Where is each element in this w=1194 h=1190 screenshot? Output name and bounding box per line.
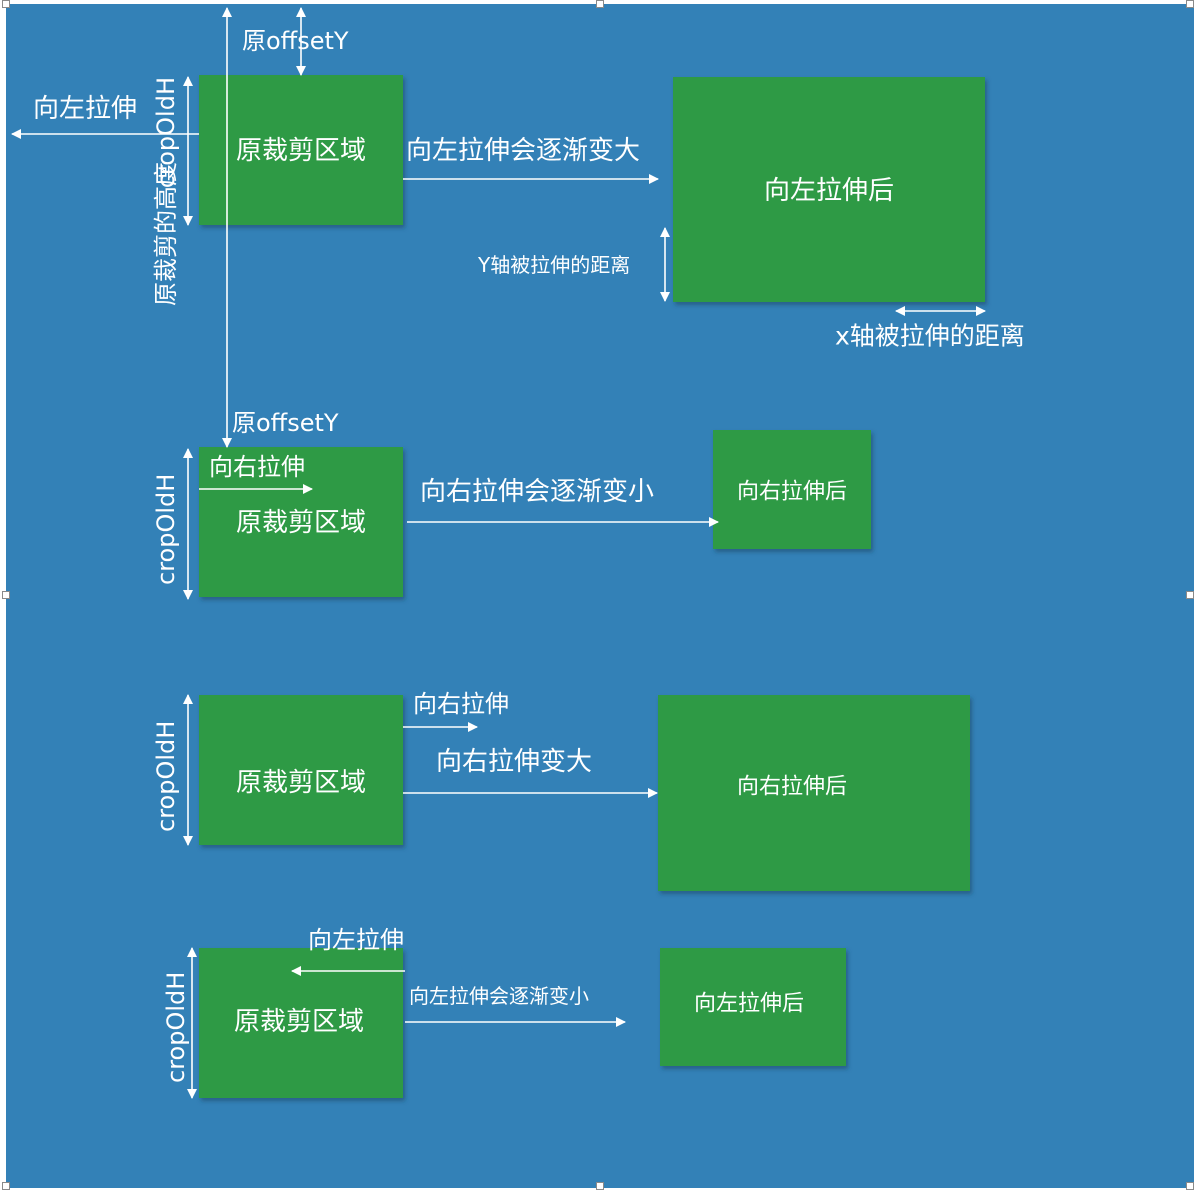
box-after-4[interactable]: 向左拉伸后: [660, 948, 846, 1066]
box-after-2-label: 向右拉伸后: [737, 480, 847, 505]
shrink-left-label-4: 向左拉伸会逐渐变小: [409, 984, 589, 1008]
box-orig-4[interactable]: 原裁剪区域: [199, 948, 403, 1098]
box-orig-2-label: 原裁剪区域: [236, 508, 366, 538]
stretch-right-label-2: 向右拉伸: [209, 453, 305, 481]
box-after-1[interactable]: 向左拉伸后: [673, 77, 985, 302]
crop-old-h-label-3: cropOldH: [152, 721, 180, 832]
box-orig-1-label: 原裁剪区域: [236, 136, 366, 166]
crop-old-h-label-4: cropOldH: [162, 972, 190, 1083]
resize-handle-top-middle[interactable]: [596, 0, 604, 8]
box-after-3[interactable]: 向右拉伸后: [658, 695, 970, 891]
orig-crop-height-label: 原裁剪的高度: [152, 162, 180, 306]
x-distance-label: x轴被拉伸的距离: [835, 322, 1025, 351]
grow-right-label-3: 向右拉伸变大: [436, 747, 592, 777]
resize-handle-top-left[interactable]: [2, 0, 10, 8]
box-orig-4-label: 原裁剪区域: [234, 1007, 364, 1037]
box-after-4-label: 向左拉伸后: [694, 992, 804, 1017]
box-after-3-label: 向右拉伸后: [737, 775, 847, 800]
y-distance-label: Y轴被拉伸的距离: [477, 253, 630, 277]
stretch-left-label-4: 向左拉伸: [308, 926, 404, 954]
resize-handle-middle-left[interactable]: [2, 591, 10, 599]
box-orig-1[interactable]: 原裁剪区域: [199, 75, 403, 225]
offset-y-label-2: 原offsetY: [232, 409, 339, 437]
crop-old-h-label-1: cropOldH: [152, 77, 180, 188]
offset-y-top-label: 原offsetY: [242, 27, 349, 55]
stretch-left-label-1: 向左拉伸: [33, 94, 137, 124]
box-after-1-label: 向左拉伸后: [764, 176, 894, 206]
stretch-right-label-3: 向右拉伸: [413, 690, 509, 718]
box-orig-3-label: 原裁剪区域: [236, 768, 366, 798]
shrink-right-label-2: 向右拉伸会逐渐变小: [420, 477, 654, 507]
box-after-2[interactable]: 向右拉伸后: [713, 430, 871, 549]
box-orig-3[interactable]: 原裁剪区域: [199, 695, 403, 845]
crop-old-h-label-2: cropOldH: [152, 474, 180, 585]
box-orig-2[interactable]: 原裁剪区域: [199, 447, 403, 597]
grow-left-label-1: 向左拉伸会逐渐变大: [406, 136, 640, 166]
